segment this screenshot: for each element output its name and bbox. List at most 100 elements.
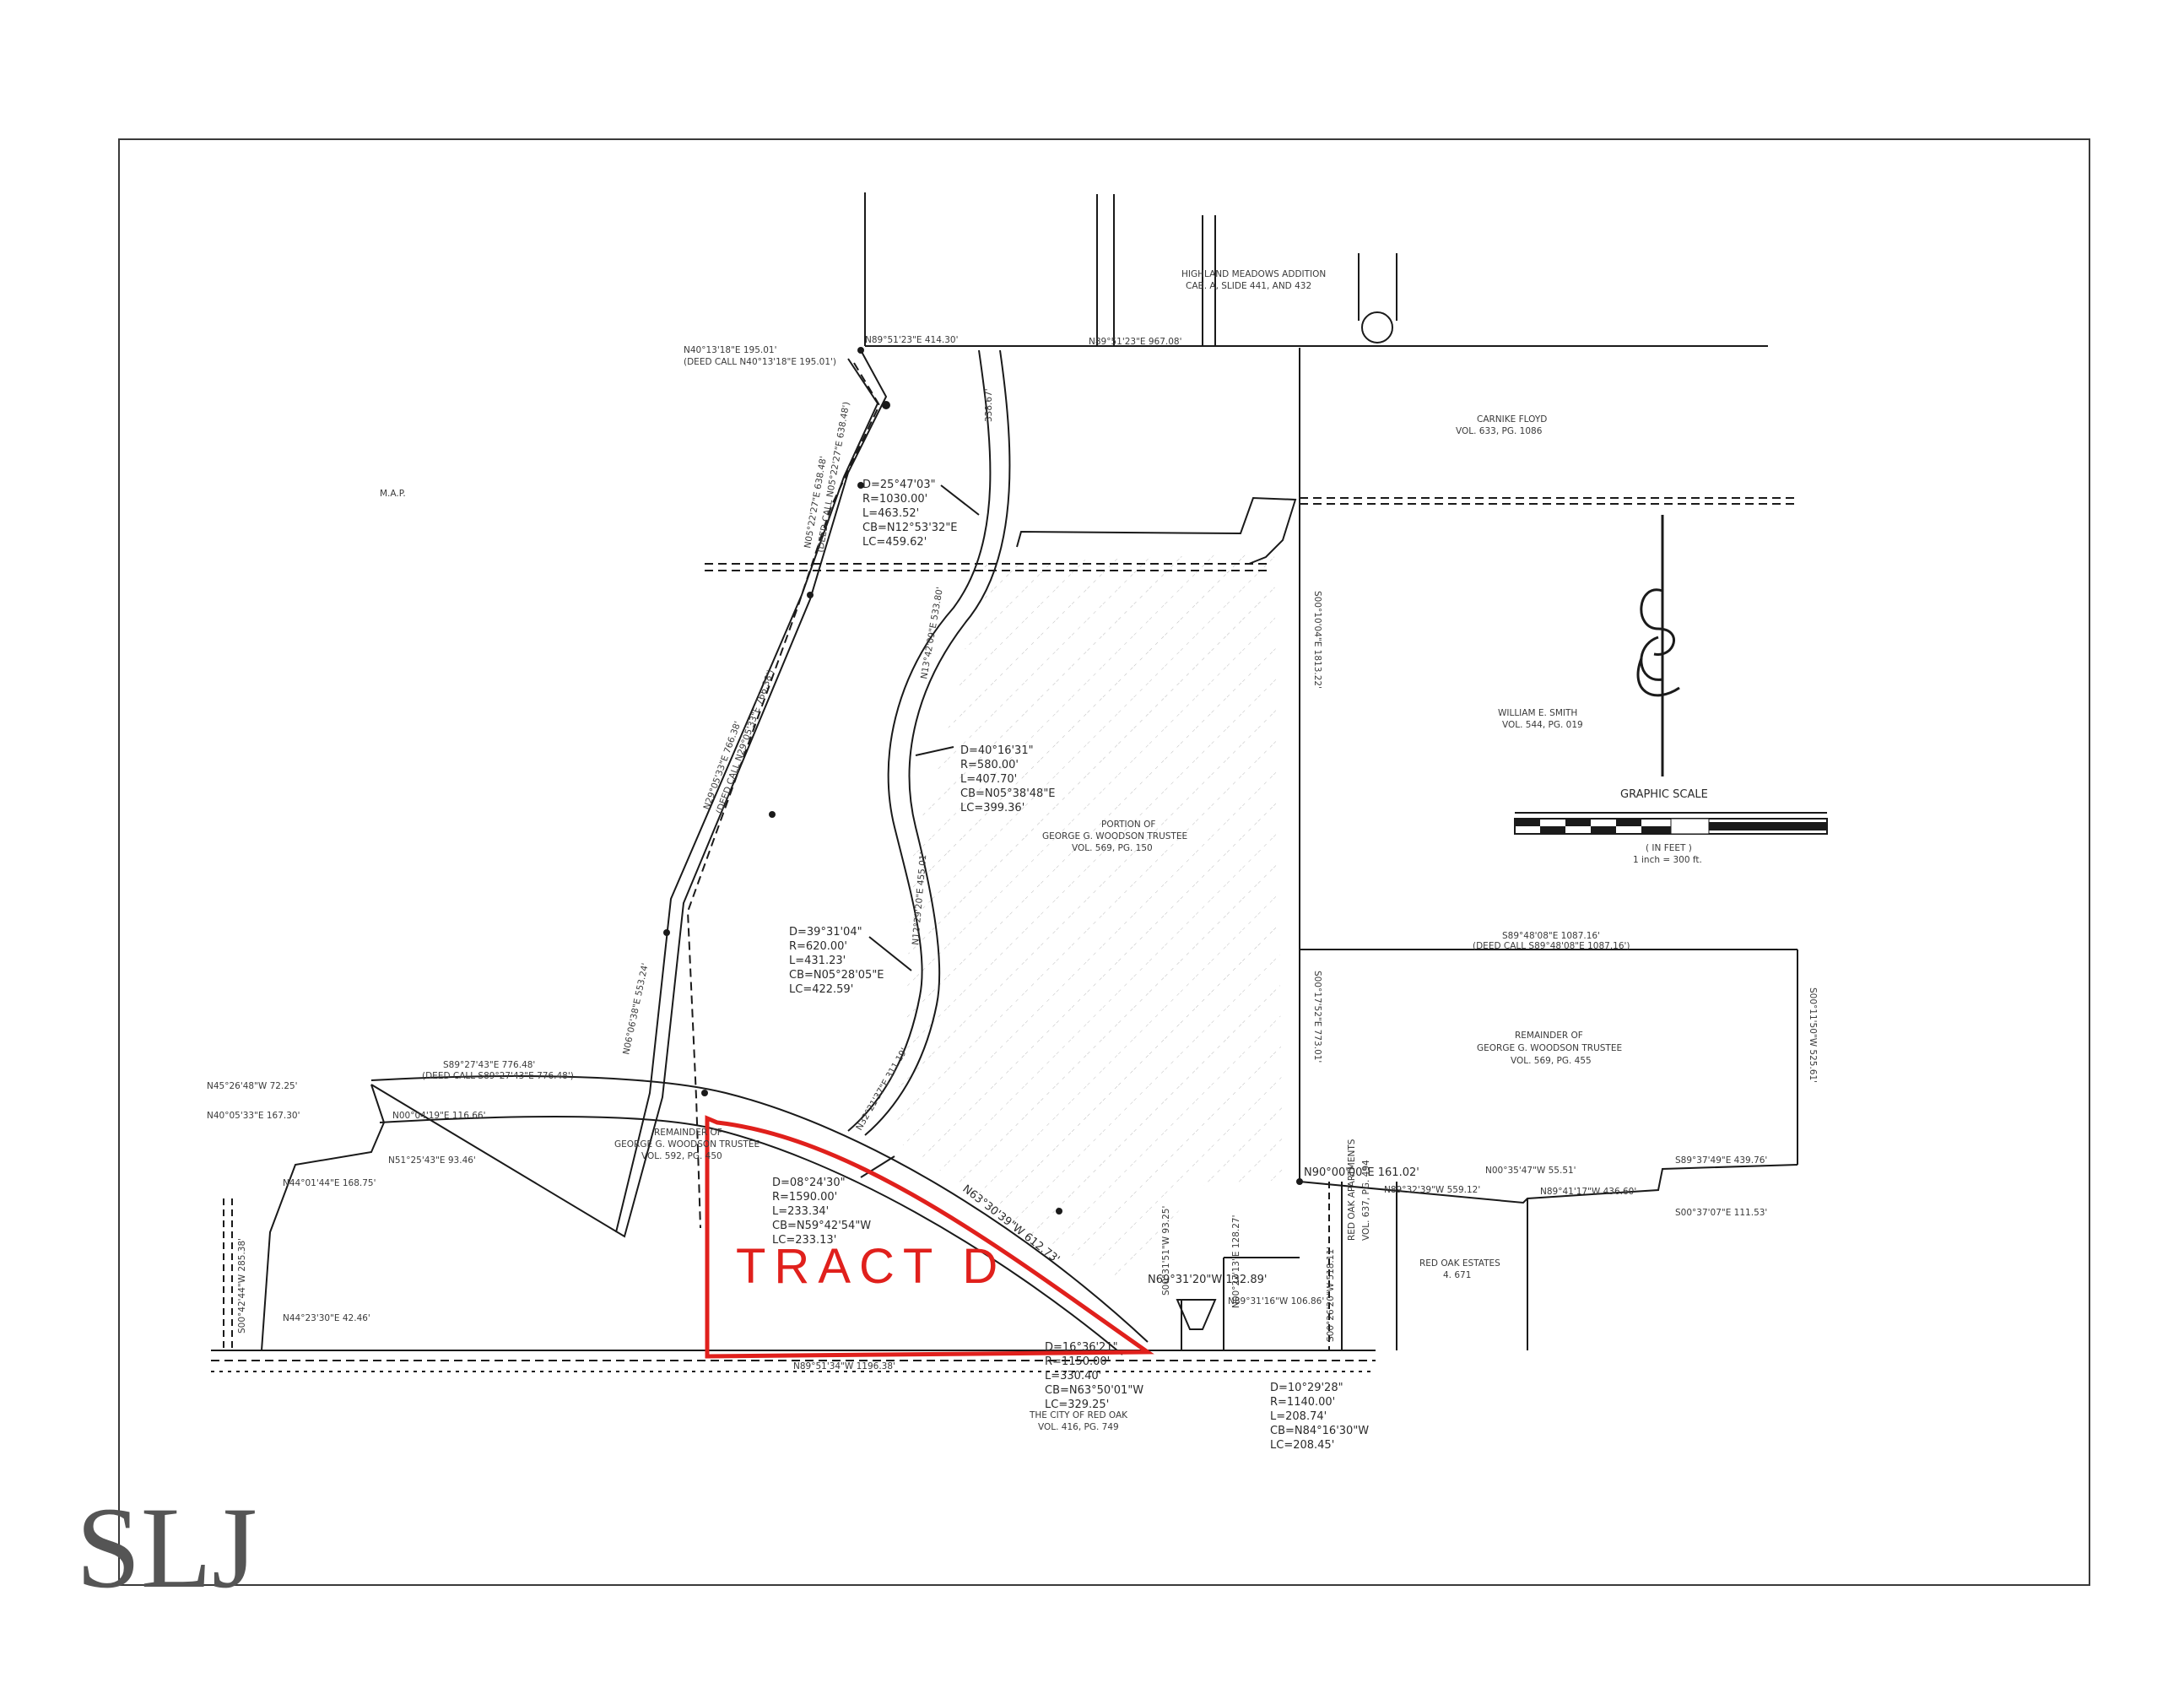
curve-block-c2: D=40°16'31" R=580.00' L=407.70' CB=N05°3… — [960, 744, 1056, 814]
svg-text:R=1030.00': R=1030.00' — [862, 493, 927, 506]
svg-text:L=407.70': L=407.70' — [960, 773, 1017, 786]
bearing-w2: N40°05'33"E 167.30' — [207, 1111, 300, 1121]
svg-text:R=580.00': R=580.00' — [960, 759, 1019, 771]
bearing-west-mid-deed: (DEED CALL N29°05'33"E 766.38') — [715, 668, 776, 815]
svg-text:D=25°47'03": D=25°47'03" — [862, 479, 936, 491]
north-arrow-icon — [1636, 515, 1680, 776]
bearing-west-lower: N06°06'38"E 553.24' — [621, 962, 651, 1056]
bearing-s00-left: S00°26'20"W 518.11' — [1326, 1247, 1336, 1342]
bearing-sw-top-deed: (DEED CALL S89°27'43"E 776.48') — [422, 1071, 574, 1081]
svg-text:R=1590.00': R=1590.00' — [772, 1191, 837, 1204]
bearing-s00-mid: S00°31'51"W 93.25' — [1161, 1206, 1171, 1296]
bearing-nw-corner: N40°13'18"E 195.01' — [684, 345, 777, 355]
owner-portion-line3: VOL. 569, PG. 150 — [1072, 843, 1153, 853]
owner-red-oak-estates-ref: 4. 671 — [1443, 1270, 1471, 1280]
curve-block-c3: D=39°31'04" R=620.00' L=431.23' CB=N05°2… — [789, 926, 884, 996]
bearing-s00-right: S00°37'07"E 111.53' — [1675, 1208, 1767, 1218]
bearing-n00-short: N00°35'47"W 55.51' — [1485, 1166, 1576, 1176]
owner-smith-name: WILLIAM E. SMITH — [1498, 708, 1577, 718]
svg-text:CB=N59°42'54"W: CB=N59°42'54"W — [772, 1220, 871, 1232]
bearing-east-edge: S00°11'50"W 525.61' — [1808, 987, 1818, 1083]
bearing-w4: N51°25'43"E 93.46' — [388, 1155, 476, 1166]
svg-text:LC=329.25': LC=329.25' — [1045, 1399, 1109, 1411]
graphic-scale-title: GRAPHIC SCALE — [1620, 788, 1708, 801]
graphic-scale — [1514, 812, 1828, 835]
bearing-w1: N45°26'48"W 72.25' — [207, 1081, 298, 1091]
subdivision-name: HIGHLAND MEADOWS ADDITION — [1181, 269, 1326, 279]
bearing-east-lower: S00°17'52"E 773.01' — [1312, 971, 1322, 1063]
graphic-scale-ratio: 1 inch = 300 ft. — [1633, 855, 1702, 865]
bearing-bottom: N89°51'34"W 1196.38' — [793, 1361, 895, 1372]
curve-block-c4: D=08°24'30" R=1590.00' L=233.34' CB=N59°… — [772, 1177, 871, 1247]
subdivision-lot-lines — [864, 192, 1768, 347]
svg-text:CB=N05°38'48"E: CB=N05°38'48"E — [960, 787, 1056, 800]
svg-text:L=233.34': L=233.34' — [772, 1205, 829, 1218]
svg-text:L=208.74': L=208.74' — [1270, 1410, 1327, 1423]
bearing-w6: N44°23'30"E 42.46' — [283, 1313, 370, 1323]
owner-red-oak-apartments-ref: VOL. 637, PG. 494 — [1361, 1160, 1371, 1241]
curve-block-c5: D=16°36'21" R=1150.00' L=330.40' CB=N63°… — [1045, 1341, 1143, 1411]
logo-slj: SLJ — [76, 1483, 257, 1612]
bearing-n90: N90°00'00"E 161.02' — [1304, 1166, 1419, 1179]
owner-smith-ref: VOL. 544, PG. 019 — [1502, 720, 1583, 730]
graphic-scale-unit: ( IN FEET ) — [1646, 843, 1692, 853]
curve-block-c6: D=10°29'28" R=1140.00' L=208.74' CB=N84°… — [1270, 1382, 1369, 1452]
owner-remainder-west-line3: VOL. 592, PG. 450 — [641, 1151, 722, 1161]
bearing-n89-lower: N89°31'16"W 106.86' — [1228, 1296, 1324, 1307]
owner-remainder-west-line1: REMAINDER OF — [654, 1128, 722, 1138]
monuments — [663, 347, 1303, 1215]
svg-text:LC=399.36': LC=399.36' — [960, 802, 1024, 814]
bearing-curve-east-upper: N13°42'09"E 533.80' — [919, 587, 945, 680]
bearing-n89-right: N89°41'17"W 436.60' — [1540, 1187, 1636, 1197]
svg-text:LC=208.45': LC=208.45' — [1270, 1439, 1334, 1452]
portion-hatch — [895, 553, 1283, 1283]
bearing-north-short: 338.67' — [984, 388, 994, 422]
svg-text:LC=422.59': LC=422.59' — [789, 983, 853, 996]
bearing-top-short: N89°51'23"E 414.30' — [865, 335, 959, 345]
svg-text:D=39°31'04": D=39°31'04" — [789, 926, 862, 939]
svg-text:D=10°29'28": D=10°29'28" — [1270, 1382, 1343, 1394]
bearing-s89-east: S89°48'08"E 1087.16' — [1502, 931, 1600, 941]
owner-carnike-ref: VOL. 633, PG. 1086 — [1456, 426, 1543, 436]
bearing-sw-top: S89°27'43"E 776.48' — [443, 1060, 535, 1070]
owner-red-oak-apartments: RED OAK APARTMENTS — [1347, 1139, 1357, 1241]
svg-text:D=16°36'21": D=16°36'21" — [1045, 1341, 1118, 1354]
svg-text:R=1150.00': R=1150.00' — [1045, 1355, 1110, 1368]
bearing-west-block: S00°42'44"W 285.38' — [237, 1238, 247, 1334]
bearing-east-upper: S00°10'04"E 1813.22' — [1312, 591, 1322, 689]
svg-text:CB=N05°28'05"E: CB=N05°28'05"E — [789, 969, 884, 982]
svg-text:L=463.52': L=463.52' — [862, 507, 919, 520]
owner-portion-line2: GEORGE G. WOODSON TRUSTEE — [1042, 831, 1187, 841]
owner-remainder-west-line2: GEORGE G. WOODSON TRUSTEE — [614, 1139, 760, 1150]
svg-text:CB=N84°16'30"W: CB=N84°16'30"W — [1270, 1425, 1369, 1437]
owner-red-oak-estates: RED OAK ESTATES — [1419, 1258, 1500, 1269]
owner-city: THE CITY OF RED OAK — [1029, 1410, 1128, 1420]
tract-d-label: TRACT D — [736, 1239, 1006, 1294]
svg-text:L=431.23': L=431.23' — [789, 955, 846, 967]
owner-remainder-east-line2: GEORGE G. WOODSON TRUSTEE — [1477, 1043, 1622, 1053]
bearing-top-line: N89°51'23"E 967.08' — [1089, 337, 1182, 347]
bearing-n89-mid: N89°32'39"W 559.12' — [1384, 1185, 1480, 1195]
bearing-s89-right: S89°37'49"E 439.76' — [1675, 1155, 1767, 1166]
curve-block-c1: D=25°47'03" R=1030.00' L=463.52' CB=N12°… — [862, 479, 958, 549]
bearing-w5: N44°01'44"E 168.75' — [283, 1178, 376, 1188]
bearing-nw-corner-deed: (DEED CALL N40°13'18"E 195.01') — [684, 357, 836, 367]
owner-city-ref: VOL. 416, PG. 749 — [1038, 1422, 1119, 1432]
svg-text:CB=N63°50'01"W: CB=N63°50'01"W — [1045, 1384, 1143, 1397]
tract-d-outline — [705, 1115, 1154, 1359]
svg-text:D=40°16'31": D=40°16'31" — [960, 744, 1034, 757]
subdivision-ref: CAB. A, SLIDE 441, AND 432 — [1186, 281, 1311, 291]
owner-remainder-east-line3: VOL. 569, PG. 455 — [1511, 1056, 1592, 1066]
svg-text:R=1140.00': R=1140.00' — [1270, 1396, 1335, 1409]
bearing-w3: N00°04'19"E 116.66' — [392, 1111, 486, 1121]
owner-carnike-name: CARNIKE FLOYD — [1477, 414, 1547, 425]
svg-text:L=330.40': L=330.40' — [1045, 1370, 1101, 1382]
bearing-n00-mid: N00°27'13"E 128.27' — [1231, 1215, 1241, 1308]
svg-text:LC=459.62': LC=459.62' — [862, 536, 927, 549]
plat-frame — [118, 138, 2090, 1586]
boundary-lines — [211, 348, 1798, 1372]
svg-text:CB=N12°53'32"E: CB=N12°53'32"E — [862, 522, 958, 534]
svg-text:D=08°24'30": D=08°24'30" — [772, 1177, 846, 1189]
bearing-s89-east-deed: (DEED CALL S89°48'08"E 1087.16') — [1473, 941, 1630, 951]
